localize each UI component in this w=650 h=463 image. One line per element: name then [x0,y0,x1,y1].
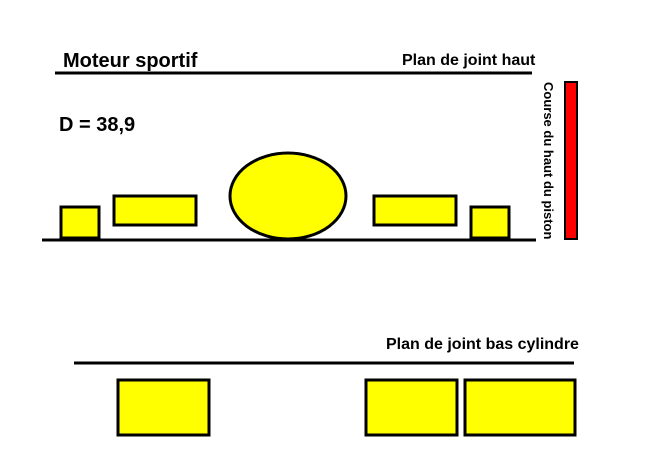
diameter-label: D = 38,9 [59,114,136,136]
top-plane-label: Plan de joint haut [402,52,536,69]
upper-port-right-small [469,205,511,240]
stroke-bar [564,81,578,240]
exhaust-port-ellipse [228,151,348,241]
upper-port-left-wide [112,194,198,227]
bottom-plane-label: Plan de joint bas cylindre [386,336,579,353]
lower-port-left [116,378,211,437]
upper-port-right-wide [372,194,458,227]
lower-port-right-a [364,378,459,437]
diagram-title: Moteur sportif [63,50,198,72]
upper-port-left-small [59,205,101,240]
stroke-label: Course du haut du piston [541,82,556,240]
lower-port-right-b [463,378,577,437]
